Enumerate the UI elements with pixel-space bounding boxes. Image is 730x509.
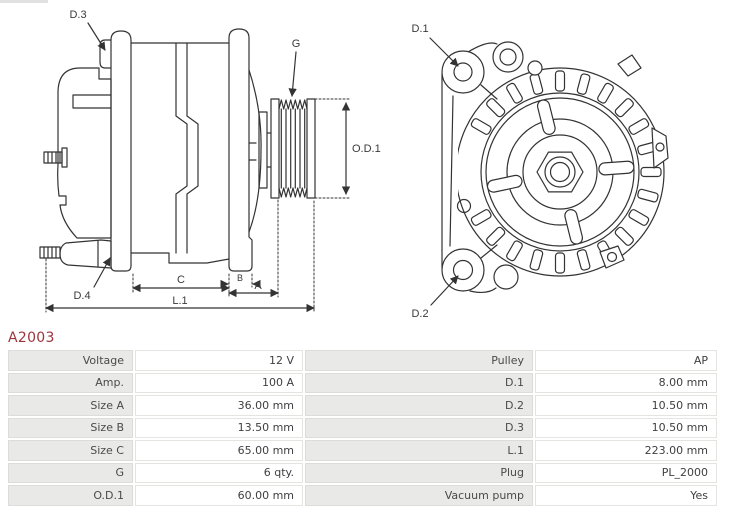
spec-value-cell: 12 V bbox=[135, 350, 303, 371]
dim-label-d4: D.4 bbox=[73, 290, 90, 302]
vent-slot bbox=[506, 240, 523, 262]
vent-slot bbox=[554, 70, 566, 92]
alternator-technical-drawing: D.3 G O.D.1 D.4 C B A L.1 bbox=[39, 9, 669, 320]
spec-value-cell: 60.00 mm bbox=[135, 485, 303, 506]
vent-slot bbox=[529, 73, 544, 95]
vent-slot bbox=[576, 249, 591, 271]
shaft-nut bbox=[536, 151, 584, 193]
spec-value-cell: 8.00 mm bbox=[535, 372, 717, 393]
spec-value-cell: 36.00 mm bbox=[135, 395, 303, 416]
spec-value-cell: 10.50 mm bbox=[535, 395, 717, 416]
dim-label-d1: D.1 bbox=[411, 23, 428, 35]
dim-label-od1: O.D.1 bbox=[352, 143, 381, 155]
vent-slot bbox=[554, 252, 566, 274]
spec-label-cell: D.2 bbox=[305, 395, 533, 416]
vent-slot bbox=[597, 82, 614, 104]
vent-slot bbox=[470, 118, 492, 135]
spec-label-cell: Voltage bbox=[8, 350, 133, 371]
vent-slot bbox=[486, 226, 506, 246]
spec-label-cell: Vacuum pump bbox=[305, 485, 533, 506]
spec-label-cell: Size A bbox=[8, 395, 133, 416]
cropped-edge-artifact bbox=[0, 0, 48, 3]
spec-label-cell: Size C bbox=[8, 440, 133, 461]
rear-housing-outline bbox=[57, 67, 112, 239]
stator-body-outline bbox=[130, 42, 230, 264]
vent-slot bbox=[614, 98, 634, 118]
dim-label-b: B bbox=[237, 273, 243, 283]
terminal-stud-lower bbox=[39, 246, 61, 259]
spec-value-cell: 13.50 mm bbox=[135, 417, 303, 438]
spec-label-cell: D.1 bbox=[305, 372, 533, 393]
pulley-side-outline bbox=[270, 98, 316, 199]
vent-slot bbox=[637, 188, 659, 203]
mounting-lug-top bbox=[441, 41, 543, 94]
fan-spokes bbox=[486, 99, 635, 245]
dim-label-g: G bbox=[292, 38, 301, 50]
spec-value-cell: 6 qty. bbox=[135, 462, 303, 483]
spec-value-cell: PL_2000 bbox=[535, 462, 717, 483]
front-view-drawing: D.1 D.2 bbox=[411, 23, 669, 320]
dim-label-d2: D.2 bbox=[411, 308, 428, 320]
spec-value-cell: 65.00 mm bbox=[135, 440, 303, 461]
side-view-drawing: D.3 G O.D.1 D.4 C B A L.1 bbox=[39, 9, 381, 313]
spec-label-cell: L.1 bbox=[305, 440, 533, 461]
vent-slot-ring bbox=[470, 70, 662, 274]
spec-label-cell: Pulley bbox=[305, 350, 533, 371]
spec-label-cell: Amp. bbox=[8, 372, 133, 393]
dim-label-a: A bbox=[254, 280, 262, 292]
vent-slot bbox=[529, 249, 544, 271]
spec-value-cell: 10.50 mm bbox=[535, 417, 717, 438]
vent-slot bbox=[628, 118, 650, 135]
spec-label-cell: O.D.1 bbox=[8, 485, 133, 506]
spec-label-cell: G bbox=[8, 462, 133, 483]
vent-slot bbox=[506, 82, 523, 104]
front-bracket-outline bbox=[228, 28, 253, 272]
spec-value-cell: 223.00 mm bbox=[535, 440, 717, 461]
terminal-stud-upper bbox=[43, 147, 68, 168]
vent-slot bbox=[614, 226, 634, 246]
spec-value-cell: AP bbox=[535, 350, 717, 371]
vent-slot bbox=[486, 98, 506, 118]
lower-lug-outline bbox=[59, 239, 112, 269]
spec-value-cell: Yes bbox=[535, 485, 717, 506]
dim-label-c: C bbox=[177, 274, 185, 286]
dim-label-d3: D.3 bbox=[69, 9, 86, 21]
spec-label-cell: Size B bbox=[8, 417, 133, 438]
spec-label-cell: Plug bbox=[305, 462, 533, 483]
vent-slot bbox=[628, 209, 650, 226]
spec-value-cell: 100 A bbox=[135, 372, 303, 393]
vent-slot bbox=[576, 73, 591, 95]
part-number-title: A2003 bbox=[8, 330, 55, 346]
vent-slot bbox=[640, 166, 662, 178]
vent-slot bbox=[470, 209, 492, 226]
dim-label-l1: L.1 bbox=[172, 295, 187, 307]
spec-label-cell: D.3 bbox=[305, 417, 533, 438]
rear-bracket-outline bbox=[110, 30, 132, 272]
